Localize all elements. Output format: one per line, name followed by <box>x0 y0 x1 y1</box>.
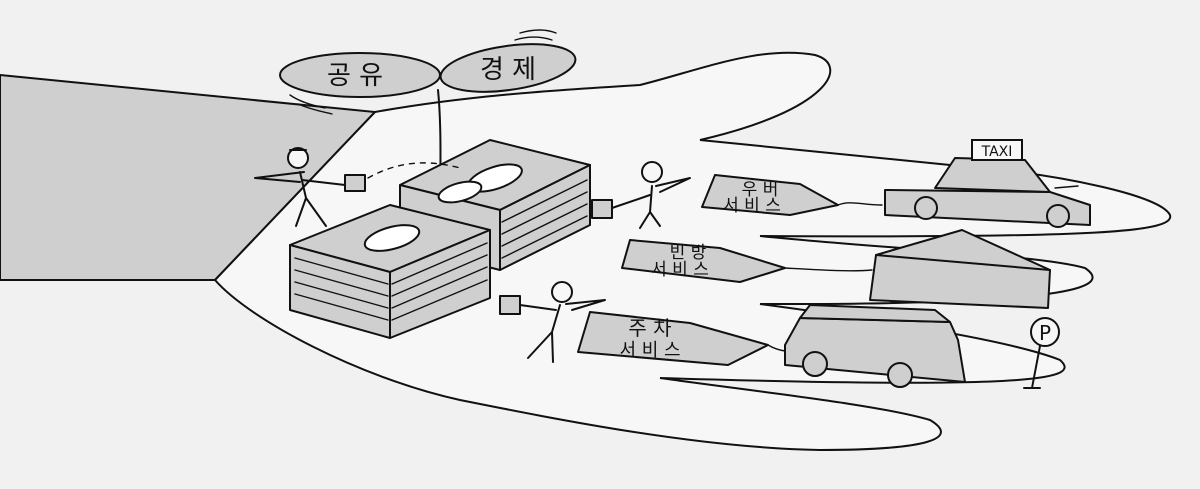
money-stacks <box>289 139 591 339</box>
taxi: TAXI <box>884 139 1091 228</box>
parking-sign-text: P <box>1039 321 1051 345</box>
sign-uber-line1: 우 버 <box>742 180 779 200</box>
taxi-sign-text: TAXI <box>981 144 1013 160</box>
sign-uber-line2: 서 비 스 <box>723 196 781 216</box>
house <box>869 229 1051 309</box>
sign-parking-line2: 서 비 스 <box>619 340 680 361</box>
sign-parking: 주 차 서 비 스 <box>577 311 801 366</box>
sign-uber: 우 버 서 비 스 <box>701 174 883 216</box>
sprout-right-leaf <box>439 43 577 93</box>
car <box>784 304 966 388</box>
sprout-right-leaf-text: 경 제 <box>480 55 536 85</box>
sign-room-line2: 서 비 스 <box>651 260 709 280</box>
parking-sign: P <box>1023 317 1060 389</box>
person-right <box>591 161 691 229</box>
sign-room-line1: 빈 방 <box>670 243 707 263</box>
person-left <box>254 147 366 227</box>
sprout: 공 유 경 제 <box>279 29 577 231</box>
sprout-left-leaf-text: 공 유 <box>327 61 383 91</box>
sign-room: 빈 방 서 비 스 <box>621 239 873 283</box>
person-bottom <box>499 281 606 363</box>
sign-parking-line1: 주 차 <box>628 316 671 340</box>
